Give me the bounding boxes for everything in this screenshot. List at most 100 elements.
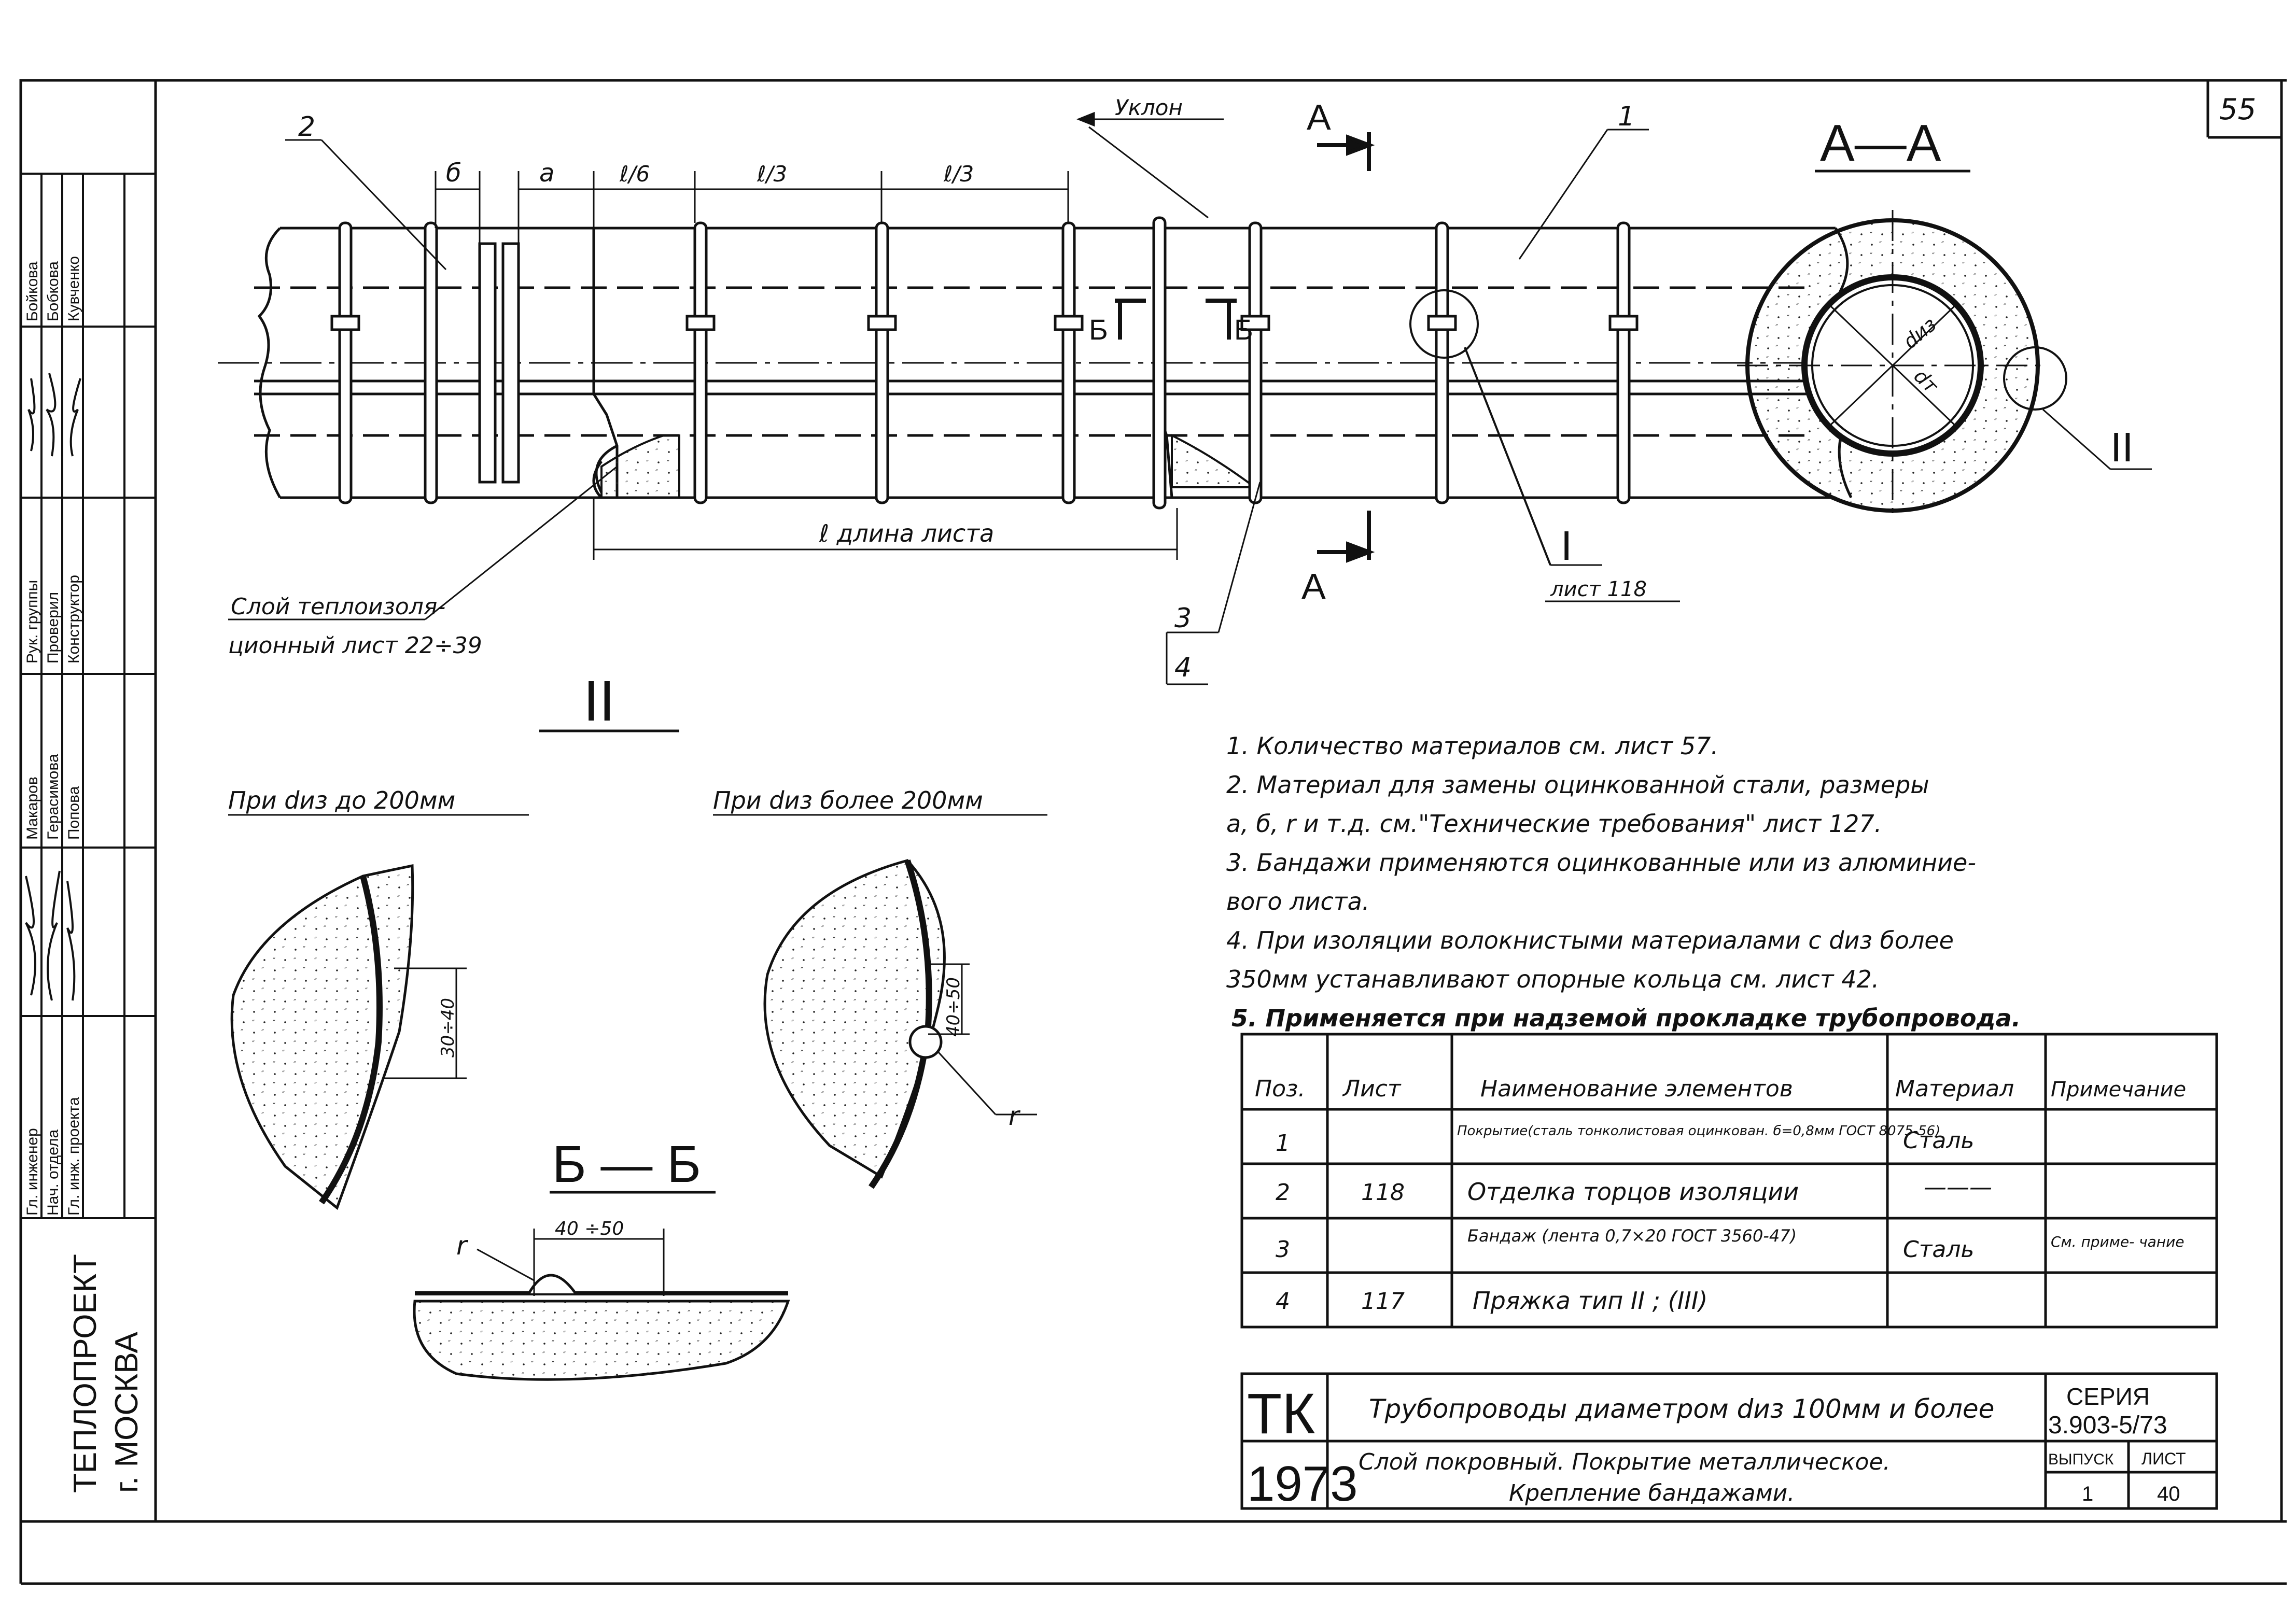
bandages [330,216,1639,510]
sheet-label: ЛИСТ [2141,1449,2186,1468]
table-header-sheet: Лист [1342,1076,1402,1102]
table-row-1-pos: 1 [1276,1130,1290,1156]
section-markers [1115,132,1375,563]
issue-label: ВЫПУСК [2048,1451,2114,1468]
node-I-sheet: лист 118 [1550,577,1647,601]
note-2: 2. Материал для замены оцинкованной стал… [1226,771,1929,799]
stamp-name-5: Герасимова [45,754,62,840]
title-block [1240,1372,2218,1510]
table-header-name: Наименование элементов [1480,1076,1793,1102]
end-flanges [478,242,520,484]
table-row-3-note: См. приме- чание [2051,1233,2185,1250]
insulation-label-1: Слой теплоизоля- [231,594,445,620]
sheet-frame [19,79,2287,1585]
position-4-label: 4 [1174,652,1192,683]
notes: 1. Количество материалов см. лист 57. 2.… [1226,732,2021,1032]
table-header-material: Материал [1895,1076,2014,1102]
table-header-pos: Поз. [1255,1076,1305,1102]
dim-a-label: а [539,159,554,188]
detail-small-view [230,864,467,1210]
table-row-3-pos: 3 [1276,1236,1290,1263]
dim-40-50-horizontal: 40 ÷50 [555,1218,624,1239]
dim-l6-label: ℓ/6 [619,161,650,187]
detail-large-view [763,859,1037,1189]
section-b-right: Б [1234,313,1253,346]
sheet-length-label: ℓ длина листа [819,519,994,547]
insulation-layer-right [1171,433,1258,488]
stamp-role-project-engineer: Гл. инж. проекта [65,1097,82,1216]
dim-l3a-label: ℓ/3 [757,161,787,187]
issue-value: 1 [2082,1483,2093,1505]
title-code: ТК [1247,1382,1315,1446]
table-header-note: Примечание [2051,1078,2186,1102]
title-main: Трубопроводы диаметром dиз 100мм и более [1369,1394,1994,1424]
stamp-role-checked: Проверил [45,592,62,664]
section-bb-view [413,1229,790,1381]
dimension-lines [435,111,1224,560]
org-name: ТЕПЛОПРОЕКТ [67,1254,103,1493]
node-II-label: II [2110,424,2133,470]
stamp-name-1: Бойкова [24,261,41,321]
side-stamp [21,173,156,1219]
dim-30-40: 30÷40 [438,998,458,1057]
section-b-left: Б [1089,313,1108,346]
title-year: 1973 [1247,1456,1358,1512]
table-row-3-name: Бандаж (лента 0,7×20 ГОСТ 3560-47) [1467,1226,1797,1246]
note-3: 3. Бандажи применяются оцинкованные или … [1226,849,1976,877]
note-2b: а, б, r и т.д. см."Технические требовани… [1226,810,1882,838]
stamp-role-dept-head: Нач. отдела [45,1130,62,1216]
section-a-bottom: А [1301,566,1326,607]
section-aa-view [1737,210,2152,521]
table-row-2-name: Отделка торцов изоляции [1467,1178,1799,1206]
org-city: г. МОСКВА [109,1331,145,1493]
stamp-name-2: Бобкова [45,261,62,321]
series-value: 3.903-5/73 [2048,1412,2167,1439]
stamp-role-group-lead: Рук. группы [24,580,41,664]
position-1-label: 1 [1618,101,1635,132]
specification-table [1240,1033,2218,1329]
table-row-2-pos: 2 [1276,1179,1290,1206]
sheet-number: 55 [2219,93,2256,126]
dim-l3b-label: ℓ/3 [943,161,974,187]
table-row-1-material: Сталь [1903,1127,1974,1154]
title-subtitle-1: Слой покровный. Покрытие металлическое. [1359,1449,1891,1475]
table-row-2-sheet: 118 [1361,1179,1405,1206]
table-row-2-material: ——— [1924,1174,1992,1201]
stamp-role-chief-engineer: Гл. инженер [24,1128,41,1216]
detail-II-title: II [583,669,615,733]
note-5: 5. Применяется при надземой прокладке тр… [1231,1004,2021,1032]
section-a-top: А [1307,97,1331,137]
node-I-marker [1409,289,1479,359]
position-3-label: 3 [1174,603,1192,634]
title-subtitle-2: Крепление бандажами. [1509,1480,1795,1506]
table-row-3-material: Сталь [1903,1236,1974,1263]
insulation-layer-left [600,434,680,499]
table-row-4-pos: 4 [1276,1288,1290,1315]
section-bb-title: Б — Б [552,1135,701,1193]
insulation-label-2: ционный лист 22÷39 [228,632,482,659]
table-row-4-name: Пряжка тип II ; (III) [1473,1287,1707,1315]
note-4b: 350мм устанавливают опорные кольца см. л… [1226,965,1879,993]
stamp-name-4: Макаров [24,777,41,840]
pipe-view [218,227,1855,499]
position-2-label: 2 [298,111,315,143]
series-label: СЕРИЯ [2066,1383,2150,1410]
stamp-role-designer: Конструктор [65,575,82,664]
note-1: 1. Количество материалов см. лист 57. [1226,732,1718,760]
note-3b: вого листа. [1226,887,1369,915]
leaders [228,129,1680,685]
r-mark-large: r [1009,1101,1021,1131]
slope-label: Уклон [1115,95,1183,120]
signatures [25,373,81,1001]
dim-40-50-vertical: 40÷50 [943,977,964,1037]
table-row-1-name: Покрытие(сталь тонколистовая оцинкован. … [1457,1123,1940,1139]
dim-b-label: б [446,159,461,188]
sheet-value: 40 [2157,1483,2180,1505]
section-aa-title: А—А [1820,114,1941,172]
detail-small-title: При dиз до 200мм [228,786,455,814]
table-row-4-sheet: 117 [1361,1288,1405,1315]
r-mark-bb: r [456,1231,469,1261]
stamp-name-3: Кувченко [65,256,82,321]
node-I-label: I [1561,523,1572,569]
